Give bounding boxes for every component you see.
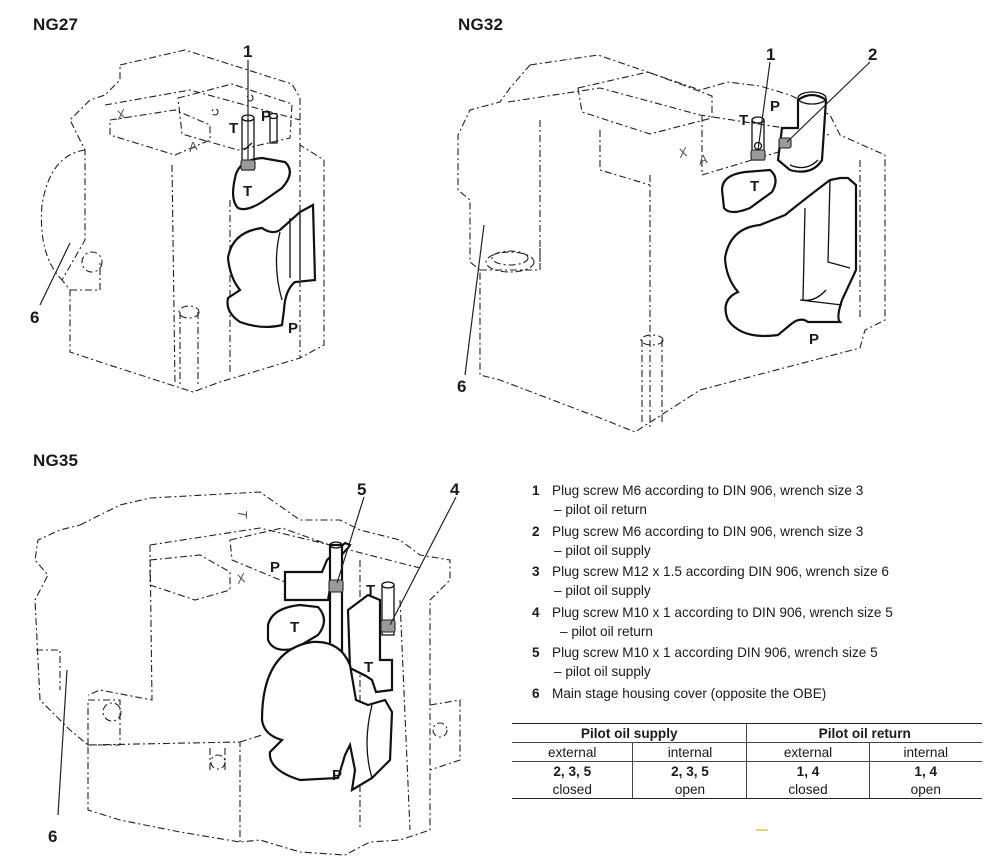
legend-number: 4 [532, 604, 540, 620]
legend-text: Plug screw M10 x 1 according to DIN 906,… [552, 604, 893, 620]
port-label-t-upper-ng27: T [229, 120, 238, 137]
legend-item-5: 5 Plug screw M10 x 1 according DIN 906, … [532, 643, 972, 681]
callout-6-ng32: 6 [457, 377, 466, 396]
callout-4-ng35: 4 [450, 480, 460, 499]
callout-1-ng27: 1 [243, 42, 252, 61]
legend-number: 1 [532, 483, 540, 498]
legend: 1 Plug screw M6 according to DIN 906, wr… [532, 481, 972, 705]
table-cell-value: 1, 4 [868, 761, 982, 780]
port-label-a-ng32: A [696, 151, 709, 168]
port-label-t-engraved-ng35: T [235, 510, 250, 519]
drawing-ng27: A X T P T P 1 6 [30, 42, 325, 393]
legend-number: 3 [532, 564, 540, 579]
port-label-t-upper-ng32: T [739, 112, 748, 129]
table-group-header-return: Pilot oil return [746, 723, 982, 743]
figure-title-ng32: NG32 [458, 15, 504, 34]
table-cell-state: closed [746, 780, 870, 799]
table-subheader: internal [868, 742, 982, 762]
table-subheader: external [512, 742, 633, 762]
port-label-p-upper-ng32: P [770, 98, 780, 115]
legend-text: Plug screw M6 according to DIN 906, wren… [552, 483, 864, 498]
table-cell-value: 2, 3, 5 [632, 761, 747, 780]
table-cell-value: 2, 3, 5 [512, 761, 633, 780]
callout-2-ng32: 2 [868, 45, 877, 64]
callout-6-ng35: 6 [48, 827, 57, 846]
table-subheader: internal [632, 742, 747, 762]
legend-item-4: 4 Plug screw M10 x 1 according to DIN 90… [532, 603, 972, 641]
port-label-p-ng35: P [332, 767, 342, 784]
port-label-p-upper-ng27: P [261, 108, 271, 125]
table-cell-state: open [868, 780, 982, 799]
figure-title-ng27: NG27 [33, 15, 79, 34]
callout-5-ng35: 5 [357, 480, 366, 499]
legend-text: Plug screw M10 x 1 according DIN 906, wr… [552, 645, 878, 660]
drawing-ng35: X T P T T T P 5 4 6 [34, 480, 461, 856]
legend-text: Main stage housing cover (opposite the O… [552, 685, 827, 701]
table-subheader: external [746, 742, 870, 762]
callout-6-ng27: 6 [30, 308, 39, 327]
table-group-header-supply: Pilot oil supply [512, 723, 747, 743]
legend-subtext: – pilot oil supply [554, 664, 651, 679]
legend-text: Plug screw M6 according to DIN 906, wren… [552, 523, 864, 539]
legend-item-1: 1 Plug screw M6 according to DIN 906, wr… [532, 481, 972, 519]
legend-number: 6 [532, 685, 540, 701]
legend-item-2: 2 Plug screw M6 according to DIN 906, wr… [532, 522, 972, 560]
port-label-t-lower-ng27: T [243, 183, 252, 200]
port-label-x-ng32: X [676, 144, 691, 161]
port-label-t-right-ng35: T [364, 659, 373, 676]
port-label-x-ng35: X [234, 570, 249, 587]
legend-subtext: – pilot oil supply [554, 542, 651, 558]
legend-subtext: – pilot oil return [554, 502, 647, 517]
table-cell-state: open [632, 780, 747, 799]
drawing-ng32: X A T P T P 1 2 6 [457, 45, 886, 433]
table-cell-value: 1, 4 [746, 761, 870, 780]
port-label-p-ng32: P [809, 331, 819, 348]
port-label-p-upper-ng35: P [270, 559, 280, 576]
port-label-p-ng27: P [288, 320, 298, 337]
legend-number: 2 [532, 523, 540, 539]
port-label-t-upper-ng35: T [366, 582, 375, 599]
port-label-t-left-ng35: T [290, 619, 299, 636]
port-label-a-ng27: A [186, 138, 199, 155]
legend-item-6: 6 Main stage housing cover (opposite the… [532, 684, 972, 703]
legend-subtext: – pilot oil return [560, 623, 653, 639]
port-label-x-ng27: X [114, 106, 129, 123]
figure-title-ng35: NG35 [33, 451, 79, 470]
port-label-t-lower-ng32: T [750, 178, 759, 195]
table-cell-state: closed [512, 780, 633, 799]
callout-1-ng32: 1 [766, 45, 775, 64]
legend-text: Plug screw M12 x 1.5 according DIN 906, … [552, 564, 889, 579]
legend-number: 5 [532, 645, 540, 660]
pilot-oil-table: Pilot oil supply Pilot oil return extern… [512, 723, 982, 799]
legend-item-3: 3 Plug screw M12 x 1.5 according DIN 906… [532, 562, 972, 600]
accent-dash [756, 829, 768, 831]
legend-subtext: – pilot oil supply [554, 583, 651, 598]
